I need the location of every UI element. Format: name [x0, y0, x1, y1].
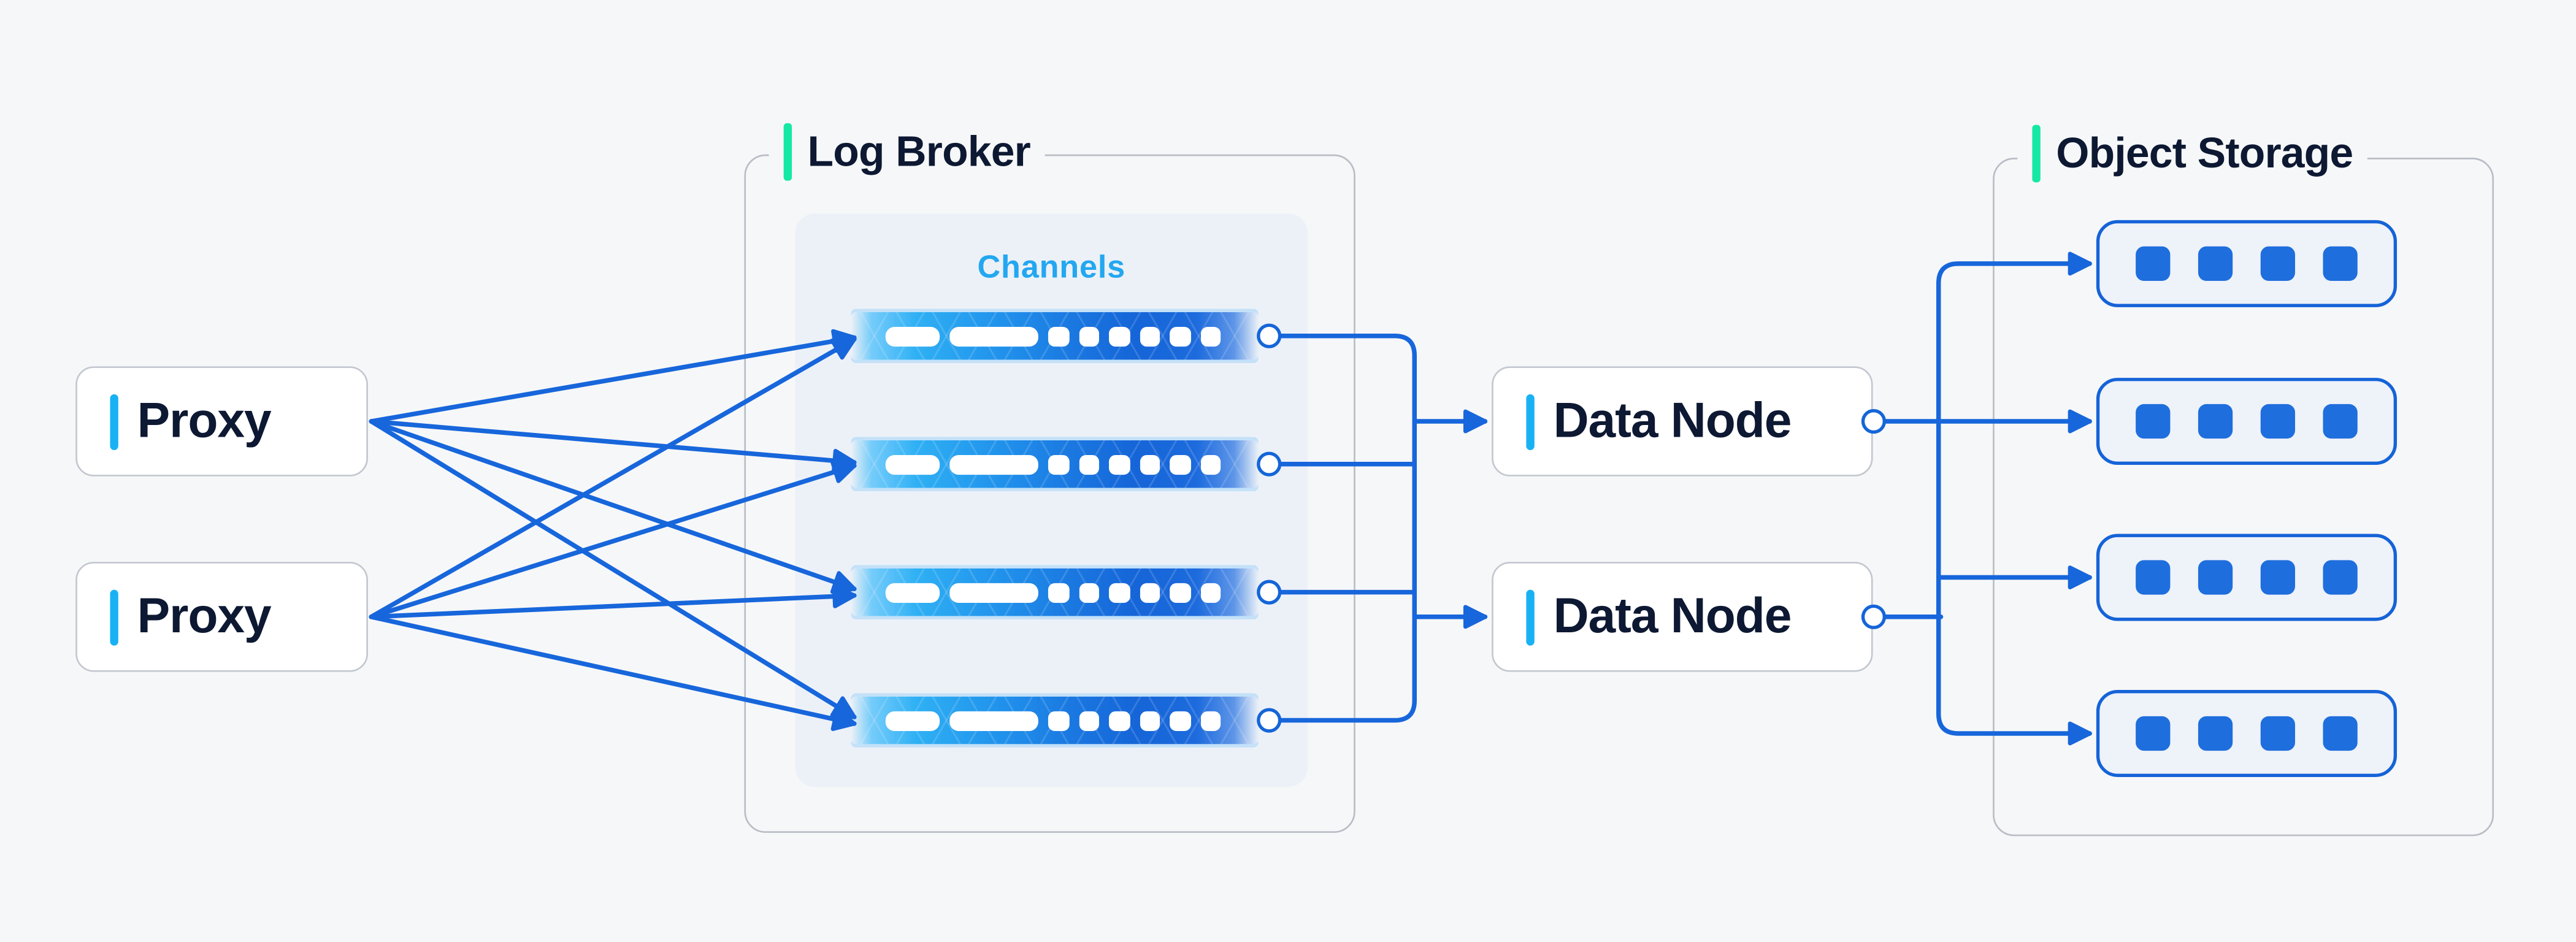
storage-unit-4: [2096, 689, 2398, 777]
storage-unit-3: [2096, 534, 2398, 621]
storage-block-icon: [2136, 404, 2171, 439]
proxy-label: Proxy: [137, 589, 272, 643]
channels-panel: [795, 213, 1308, 787]
cyan-accent-bar-icon: [1526, 393, 1534, 450]
log-segment: [949, 454, 1038, 474]
storage-block-icon: [2323, 716, 2358, 751]
log-segment: [1109, 582, 1130, 602]
data-node-label: Data Node: [1553, 393, 1792, 448]
log-segment: [1170, 326, 1190, 346]
log-segment: [885, 582, 940, 602]
storage-block-icon: [2136, 716, 2171, 751]
log-segment: [1170, 710, 1190, 730]
log-segment: [1200, 710, 1221, 730]
log-segment: [1139, 582, 1160, 602]
storage-block-icon: [2260, 716, 2295, 751]
storage-block-icon: [2260, 404, 2295, 439]
storage-block-icon: [2136, 246, 2171, 281]
green-accent-bar-icon: [783, 122, 791, 180]
cyan-accent-bar-icon: [110, 589, 118, 645]
object-storage-title-text: Object Storage: [2056, 127, 2353, 177]
log-broker-title: Log Broker: [769, 120, 1046, 183]
storage-block-icon: [2198, 716, 2233, 751]
storage-unit-2: [2096, 378, 2398, 465]
log-segment: [885, 710, 940, 730]
object-storage-title: Object Storage: [2017, 121, 2368, 184]
storage-unit-1: [2096, 220, 2398, 307]
storage-block-icon: [2198, 404, 2233, 439]
data-node-1: Data Node: [1492, 366, 1873, 477]
log-segment: [949, 582, 1038, 602]
log-segment: [1109, 326, 1130, 346]
data-node-2: Data Node: [1492, 562, 1873, 672]
channels-heading: Channels: [977, 250, 1126, 286]
proxy-node-1: Proxy: [75, 366, 368, 477]
log-segment: [1048, 710, 1069, 730]
channel-bar-4: [851, 696, 1259, 745]
channel-connector-dot-4: [1255, 708, 1281, 733]
log-segment: [1170, 582, 1190, 602]
log-segment: [1109, 454, 1130, 474]
channel-bar-1: [851, 312, 1259, 360]
log-segment: [885, 326, 940, 346]
storage-block-icon: [2136, 559, 2171, 595]
cyan-accent-bar-icon: [1526, 589, 1534, 645]
log-segment: [1139, 326, 1160, 346]
log-segment: [885, 454, 940, 474]
storage-block-icon: [2323, 404, 2358, 439]
log-segment: [1048, 326, 1069, 346]
channel-bar-3: [851, 568, 1259, 616]
storage-block-icon: [2260, 246, 2295, 281]
channel-bar-2: [851, 440, 1259, 488]
log-segment: [1200, 454, 1221, 474]
log-segment: [1078, 582, 1099, 602]
data-node-label: Data Node: [1553, 589, 1792, 643]
log-segment: [949, 326, 1038, 346]
log-segment: [1078, 326, 1099, 346]
log-segment: [1200, 326, 1221, 346]
log-segment: [1170, 454, 1190, 474]
log-segment: [1109, 710, 1130, 730]
log-segment: [1048, 582, 1069, 602]
proxy-node-2: Proxy: [75, 562, 368, 672]
log-segment: [1078, 710, 1099, 730]
log-segment: [1139, 710, 1160, 730]
storage-block-icon: [2198, 246, 2233, 281]
log-broker-title-text: Log Broker: [807, 125, 1031, 175]
proxy-label: Proxy: [137, 393, 272, 448]
storage-block-icon: [2198, 559, 2233, 595]
storage-block-icon: [2323, 559, 2358, 595]
log-segment: [949, 710, 1038, 730]
cyan-accent-bar-icon: [110, 393, 118, 450]
storage-block-icon: [2260, 559, 2295, 595]
log-segment: [1078, 454, 1099, 474]
storage-block-icon: [2323, 246, 2358, 281]
log-segment: [1200, 582, 1221, 602]
log-segment: [1048, 454, 1069, 474]
log-segment: [1139, 454, 1160, 474]
green-accent-bar-icon: [2032, 124, 2040, 182]
